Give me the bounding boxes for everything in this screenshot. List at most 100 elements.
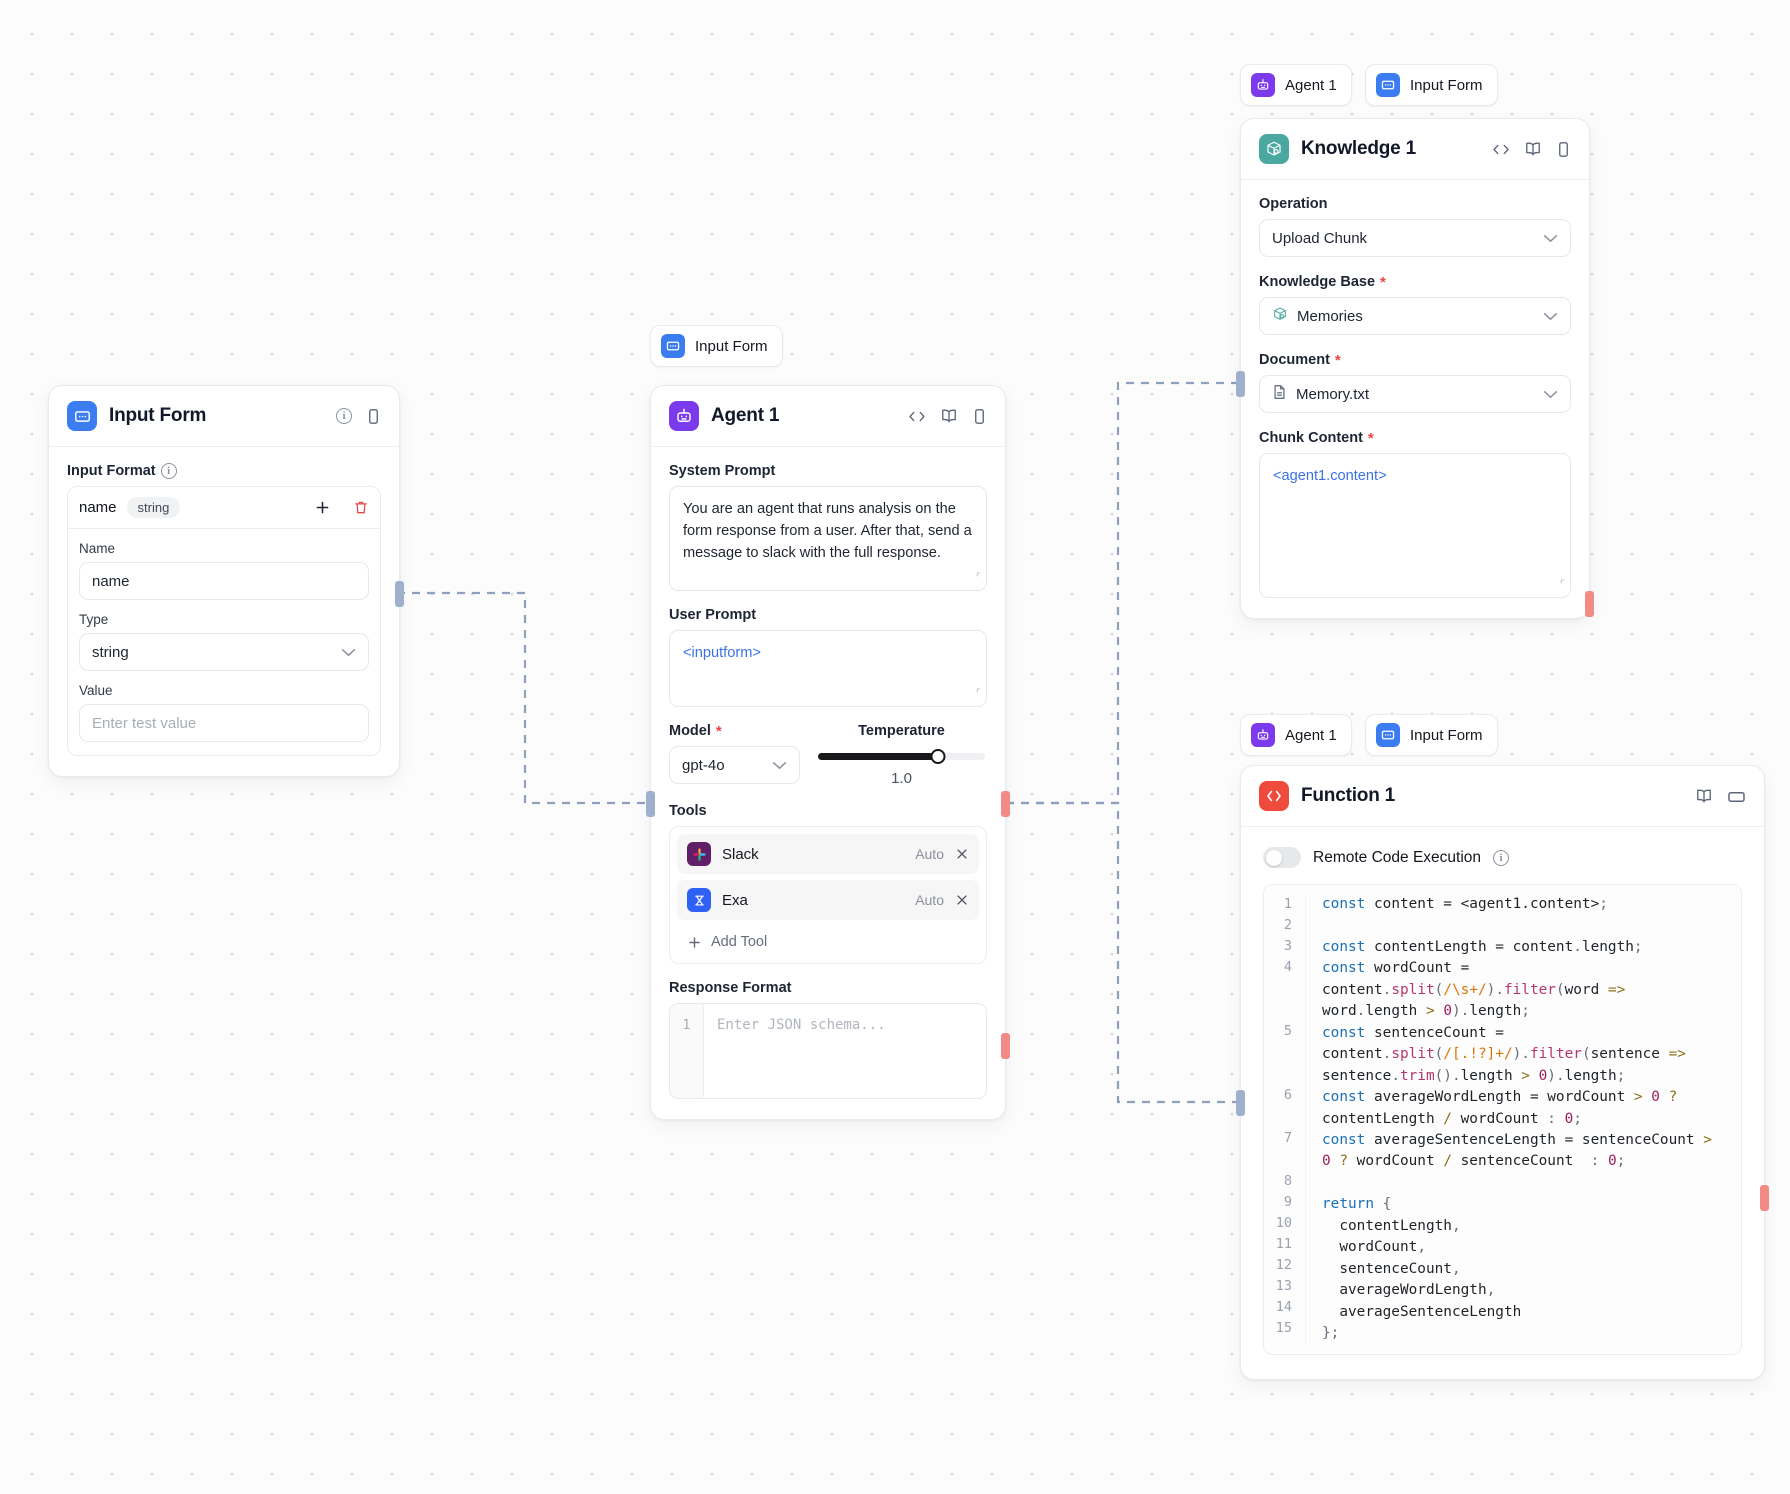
panel-icon[interactable] — [1556, 141, 1571, 158]
name-input-value: name — [92, 572, 130, 590]
slider-fill — [818, 753, 939, 760]
function-header: Function 1 — [1241, 766, 1764, 827]
response-format-editor[interactable]: 1 Enter JSON schema... — [669, 1003, 987, 1099]
input-form-title: Input Form — [109, 405, 207, 426]
output-port[interactable] — [395, 581, 404, 607]
value-input[interactable]: Enter test value — [79, 704, 369, 742]
resize-handle-icon[interactable]: ⌜ — [1559, 579, 1565, 592]
knowledge-base-select[interactable]: Memories — [1259, 297, 1571, 335]
node-knowledge[interactable]: Knowledge 1 Operation Upload — [1236, 118, 1594, 619]
agent-header: Agent 1 — [651, 386, 1005, 447]
chevron-down-icon — [1543, 230, 1558, 247]
output-port-bottom[interactable] — [1001, 1033, 1010, 1059]
tool-mode: Auto — [915, 846, 944, 862]
resize-handle-icon[interactable]: ⌜ — [975, 572, 981, 585]
panel-icon[interactable] — [972, 408, 987, 425]
info-icon[interactable]: i — [160, 463, 177, 479]
required-asterisk: * — [715, 722, 722, 740]
user-prompt-input[interactable]: <inputform> ⌜ — [669, 630, 987, 707]
resize-handle-icon[interactable]: ⌜ — [975, 688, 981, 701]
required-asterisk: * — [1334, 351, 1341, 369]
tool-mode: Auto — [915, 892, 944, 908]
input-port[interactable] — [646, 791, 655, 817]
pill-agent-function[interactable]: Agent 1 — [1240, 714, 1352, 756]
line-numbers: 1 — [670, 1004, 704, 1098]
robot-icon — [1251, 73, 1275, 97]
operation-select[interactable]: Upload Chunk — [1259, 219, 1571, 257]
system-prompt-input[interactable]: You are an agent that runs analysis on t… — [669, 486, 987, 591]
slack-icon — [687, 842, 711, 866]
remote-code-execution-toggle[interactable] — [1263, 847, 1301, 868]
agent-title: Agent 1 — [711, 405, 780, 426]
operation-label: Operation — [1259, 196, 1328, 212]
book-icon[interactable] — [1695, 788, 1713, 804]
system-prompt-label: System Prompt — [669, 463, 776, 479]
slider-knob[interactable] — [930, 749, 946, 764]
node-function[interactable]: Function 1 Remote Code Execution i — [1236, 765, 1769, 1380]
robot-icon — [669, 401, 699, 431]
output-port[interactable] — [1001, 791, 1010, 817]
add-icon[interactable] — [314, 499, 331, 516]
temperature-value: 1.0 — [891, 770, 912, 787]
book-icon[interactable] — [940, 408, 958, 424]
add-tool-label: Add Tool — [711, 934, 768, 950]
name-input[interactable]: name — [79, 562, 369, 600]
remote-code-execution-row: Remote Code Execution i — [1263, 845, 1742, 884]
pill-label: Agent 1 — [1285, 726, 1337, 744]
knowledge-body: Operation Upload Chunk Knowledge Base * … — [1241, 180, 1589, 618]
tools-card: Slack Auto Exa Auto — [669, 826, 987, 964]
code-icon[interactable] — [908, 410, 926, 423]
window-icon[interactable] — [1727, 789, 1746, 804]
format-entry-type-chip: string — [126, 497, 181, 518]
type-label: Type — [79, 612, 109, 627]
pill-input-form-agent[interactable]: Input Form — [650, 325, 783, 367]
knowledge-small-icon — [1272, 306, 1288, 326]
output-port[interactable] — [1760, 1185, 1769, 1211]
chevron-down-icon — [1543, 386, 1558, 403]
delete-icon[interactable] — [353, 499, 369, 516]
format-entry-header: name string — [68, 487, 380, 529]
input-port[interactable] — [1236, 371, 1245, 397]
document-value-wrap: Memory.txt — [1272, 384, 1369, 404]
panel-icon[interactable] — [366, 408, 381, 425]
value-input-placeholder: Enter test value — [92, 714, 197, 732]
type-select[interactable]: string — [79, 633, 369, 671]
knowledge-header: Knowledge 1 — [1241, 119, 1589, 180]
output-port[interactable] — [1585, 591, 1594, 617]
toggle-knob — [1265, 849, 1282, 866]
document-label: Document * — [1259, 351, 1341, 369]
remove-tool-icon[interactable] — [955, 893, 969, 907]
tool-row[interactable]: Exa Auto — [677, 880, 979, 920]
add-tool-button[interactable]: Add Tool — [677, 926, 979, 956]
model-select[interactable]: gpt-4o — [669, 746, 800, 784]
chevron-down-icon — [772, 757, 787, 774]
tool-row[interactable]: Slack Auto — [677, 834, 979, 874]
input-form-header: Input Form i — [49, 386, 399, 447]
chevron-down-icon — [1543, 308, 1558, 325]
exa-icon — [687, 888, 711, 912]
document-select[interactable]: Memory.txt — [1259, 375, 1571, 413]
info-icon[interactable]: i — [336, 408, 352, 424]
format-entry-key: name — [79, 499, 117, 516]
book-icon[interactable] — [1524, 141, 1542, 157]
input-form-body: Input Format i name string — [49, 447, 399, 776]
knowledge-title: Knowledge 1 — [1301, 138, 1416, 159]
operation-value: Upload Chunk — [1272, 229, 1368, 247]
temperature-slider[interactable] — [818, 749, 985, 764]
node-agent[interactable]: Agent 1 System Prompt You are — [646, 385, 1010, 1120]
remove-tool-icon[interactable] — [955, 847, 969, 861]
tool-name: Slack — [722, 845, 759, 863]
node-input-form[interactable]: Input Form i Input Format i name string — [48, 385, 404, 777]
pill-input-form-function[interactable]: Input Form — [1365, 714, 1498, 756]
chunk-content-input[interactable]: <agent1.content> ⌜ — [1259, 453, 1571, 598]
pill-agent-knowledge[interactable]: Agent 1 — [1240, 64, 1352, 106]
info-icon[interactable]: i — [1493, 849, 1510, 866]
input-port[interactable] — [1236, 1090, 1245, 1116]
code-icon[interactable] — [1492, 143, 1510, 156]
agent-body: System Prompt You are an agent that runs… — [651, 447, 1005, 1119]
form-icon — [1376, 723, 1400, 747]
pill-input-form-knowledge[interactable]: Input Form — [1365, 64, 1498, 106]
name-label: Name — [79, 541, 116, 556]
